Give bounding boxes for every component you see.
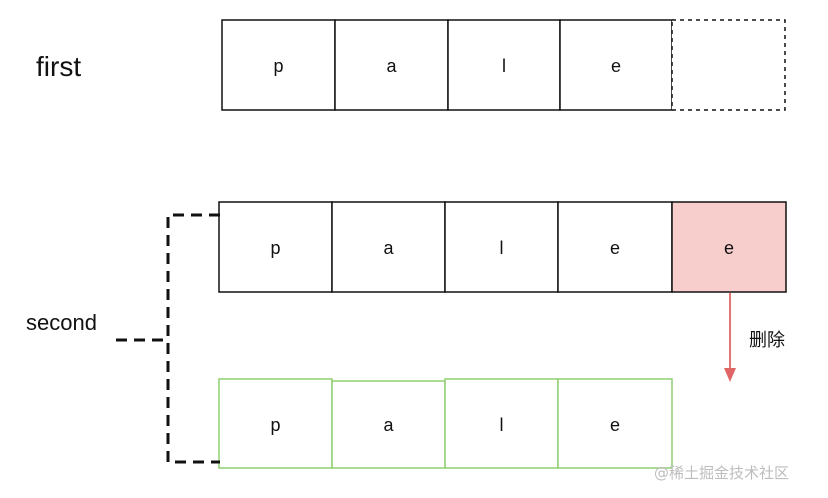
first-cell-empty	[671, 19, 786, 111]
result-cell-4	[557, 378, 673, 469]
bracket-line	[166, 213, 220, 464]
first-cell-2-text: a	[386, 56, 397, 76]
row-second: p a l e e	[218, 201, 787, 293]
result-cell-1	[218, 378, 333, 469]
result-cell-3-text: l	[500, 415, 504, 435]
second-cell-deleted-text: e	[724, 238, 734, 258]
second-cell-2	[331, 201, 446, 293]
result-cell-2-text: a	[383, 415, 394, 435]
second-cell-4	[557, 201, 673, 293]
first-cell-2	[334, 19, 449, 111]
label-delete: 删除	[749, 330, 785, 351]
row-first: p a l e	[221, 19, 786, 111]
first-cell-4	[559, 19, 673, 111]
second-cell-1	[218, 201, 333, 293]
first-cell-3	[447, 19, 561, 111]
second-cell-deleted	[671, 201, 787, 293]
second-cell-2-text: a	[383, 238, 394, 258]
second-cell-3-text: l	[500, 238, 504, 258]
result-cell-4-text: e	[610, 415, 620, 435]
delete-arrow	[724, 293, 736, 382]
row-result: p a l e	[218, 378, 673, 469]
result-cell-1-text: p	[270, 415, 280, 435]
first-cell-3-text: l	[502, 56, 506, 76]
first-cell-1	[221, 19, 336, 111]
arrow-head-icon	[724, 368, 736, 382]
first-cell-4-text: e	[611, 56, 621, 76]
result-cell-3	[444, 378, 559, 469]
second-bracket	[116, 213, 220, 464]
second-cell-4-text: e	[610, 238, 620, 258]
second-cell-3	[444, 201, 559, 293]
first-cell-1-text: p	[273, 56, 283, 76]
watermark: @稀土掘金技术社区	[654, 464, 789, 482]
second-cell-1-text: p	[270, 238, 280, 258]
label-first: first	[36, 51, 81, 82]
label-second: second	[26, 310, 97, 335]
